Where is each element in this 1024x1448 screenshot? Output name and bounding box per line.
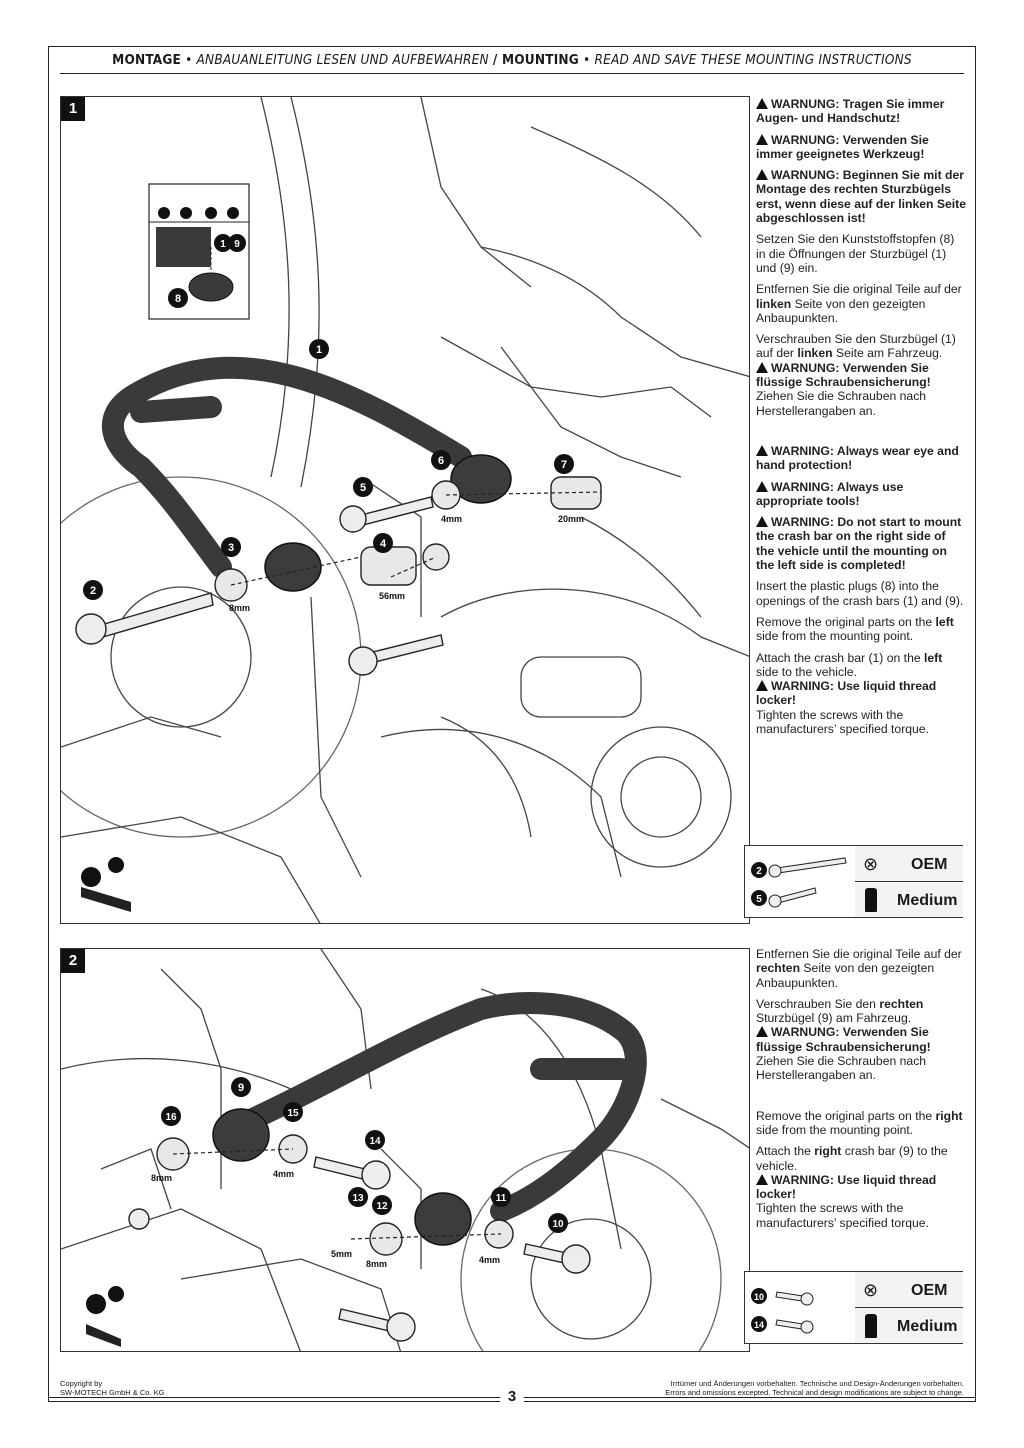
callout-7: 7 (561, 459, 567, 471)
step1-instructions: WARNUNG: Tragen Sie immer Augen- und Han… (756, 97, 966, 743)
warning2-de: WARNUNG: Verwenden Sie flüssige Schraube… (756, 1025, 931, 1054)
warning2-en: WARNING: Use liquid thread locker! (756, 1172, 937, 1202)
footer-copyright: Copyright by SW-MOTECH GmbH & Co. KG (60, 1379, 165, 1397)
step2-instructions: Entfernen Sie die original Teile auf der… (756, 947, 966, 1237)
warning-icon (756, 361, 768, 373)
text-de-tighten: Ziehen Sie die Schrauben nach Hersteller… (756, 389, 927, 418)
step2-callouts: 9 10 11 12 13 14 15 16 (161, 1077, 568, 1233)
text-en-attach: Attach the crash bar (1) on the left sid… (756, 650, 943, 679)
callout-4: 4 (380, 538, 387, 550)
step2-number: 2 (61, 949, 85, 973)
callout-11: 11 (496, 1193, 507, 1204)
text-en-plugs: Insert the plastic plugs (8) into the op… (756, 579, 964, 608)
step2-torque-box: 10 14 ⊗ OEM Medium (744, 1271, 963, 1344)
callout-1-inset: 1 (220, 239, 226, 250)
text2-de-attach: Verschrauben Sie den rechten Sturzbügel … (756, 996, 924, 1026)
callout-8: 8 (175, 293, 181, 305)
step2-illustration: 9 10 11 12 13 14 15 16 8mm 4mm 5mm 8mm 4… (61, 949, 749, 1351)
text-en-tighten: Tighten the screws with the manufacturer… (756, 707, 929, 736)
callout-5: 5 (360, 482, 366, 494)
dim-4mm: 4mm (441, 514, 462, 524)
warning-icon (756, 1173, 768, 1185)
text2-en-tighten: Tighten the screws with the manufacturer… (756, 1201, 929, 1230)
warning-de-1: WARNUNG: Tragen Sie immer Augen- und Han… (756, 97, 945, 126)
step1-number: 1 (61, 97, 85, 121)
header-de-subtitle: ANBAUANLEITUNG LESEN UND AUFBEWAHREN (196, 52, 489, 68)
warning-en-2: WARNING: Always use appropriate tools! (756, 479, 904, 508)
warning-en-1: WARNING: Always wear eye and hand protec… (756, 443, 959, 473)
page-header: MONTAGE • ANBAUANLEITUNG LESEN UND AUFBE… (112, 52, 912, 68)
torque-screw-5: 5 (756, 894, 762, 905)
header-en-title: MOUNTING (501, 52, 579, 68)
callout-6: 6 (438, 455, 444, 467)
text-de-remove: Entfernen Sie die original Teile auf der… (756, 282, 962, 325)
threadlocker-icon (865, 887, 877, 912)
warning-icon (756, 169, 768, 181)
callout-9: 9 (238, 1082, 244, 1094)
torque2-oem: OEM (911, 1282, 948, 1299)
dim2-5mm: 5mm (331, 1249, 352, 1259)
torque-screw-2: 2 (756, 866, 762, 877)
dim-56mm: 56mm (379, 591, 405, 601)
dim-20mm: 20mm (558, 514, 584, 524)
torque-wrench-icon: ⊗ (863, 854, 879, 875)
text2-en-attach: Attach the right crash bar (9) to the ve… (756, 1144, 948, 1173)
callout-13: 13 (352, 1193, 364, 1204)
footer-disclaimer: Irrtümer und Änderungen vorbehalten. Tec… (665, 1379, 964, 1397)
header-divider (60, 73, 964, 74)
warning-icon (756, 680, 768, 692)
warning-icon (756, 1026, 768, 1038)
dim2-8mm-a: 8mm (151, 1173, 172, 1183)
callout-2: 2 (90, 585, 96, 597)
step1-torque-box: 2 5 ⊗ OEM Medium (744, 845, 963, 918)
dim2-4mm-a: 4mm (273, 1169, 294, 1179)
callout-12: 12 (376, 1201, 388, 1212)
warning-de-4: WARNUNG: Verwenden Sie flüssige Schraube… (756, 360, 931, 390)
torque2-medium: Medium (897, 1317, 958, 1335)
screw-icons: 10 14 (751, 1288, 814, 1334)
step1-illustration-panel: 1 (60, 96, 750, 924)
warning-de-2: WARNUNG: Verwenden Sie immer geeignetes … (756, 132, 929, 161)
warning-icon (756, 98, 768, 109)
callout-15: 15 (287, 1108, 299, 1119)
page-number: 3 (500, 1388, 524, 1405)
callout-1: 1 (316, 344, 322, 356)
warning-icon (756, 133, 768, 145)
header-de-title: MONTAGE (112, 52, 182, 68)
callout-14: 14 (369, 1136, 381, 1147)
text-en-remove: Remove the original parts on the left si… (756, 614, 954, 644)
step1-callouts: 1 2 3 4 5 6 7 8 1 9 (83, 234, 574, 600)
warning-en-3: WARNING: Do not start to mount the crash… (756, 515, 962, 573)
warning-de-3: WARNUNG: Beginnen Sie mit der Montage de… (756, 168, 966, 226)
text2-en-remove: Remove the original parts on the right s… (756, 1108, 963, 1137)
torque-screw-10: 10 (754, 1292, 764, 1302)
torque-screw-14: 14 (754, 1320, 764, 1330)
warning-en-4: WARNING: Use liquid thread locker! (756, 679, 937, 708)
threadlocker-icon (865, 1313, 877, 1338)
torque-wrench-icon: ⊗ (863, 1280, 879, 1301)
text2-de-remove: Entfernen Sie die original Teile auf der… (756, 947, 962, 990)
warning-icon (756, 480, 768, 492)
text-de-attach: Verschrauben Sie den Sturzbügel (1) auf … (756, 332, 956, 361)
warning-icon (756, 516, 768, 528)
callout-16: 16 (165, 1112, 177, 1123)
callout-9-inset: 9 (234, 239, 240, 250)
dim2-8mm-b: 8mm (366, 1259, 387, 1269)
dim-8mm: 8mm (229, 603, 250, 613)
warning-icon (756, 444, 768, 456)
callout-3: 3 (228, 542, 234, 554)
torque-oem: OEM (911, 856, 948, 873)
dim2-4mm-b: 4mm (479, 1255, 500, 1265)
step2-illustration-panel: 2 (60, 948, 750, 1352)
torque-medium: Medium (897, 891, 958, 909)
text2-de-tighten: Ziehen Sie die Schrauben nach Hersteller… (756, 1054, 927, 1083)
text-de-plugs: Setzen Sie den Kunststoffstopfen (8) in … (756, 232, 955, 275)
callout-10: 10 (552, 1219, 564, 1230)
step1-illustration: 1 2 3 4 5 6 7 8 1 9 8mm 56mm 4mm 20mm (61, 97, 749, 923)
screw-icons: 2 5 (751, 857, 847, 908)
header-en-subtitle: READ AND SAVE THESE MOUNTING INSTRUCTION… (594, 52, 912, 68)
